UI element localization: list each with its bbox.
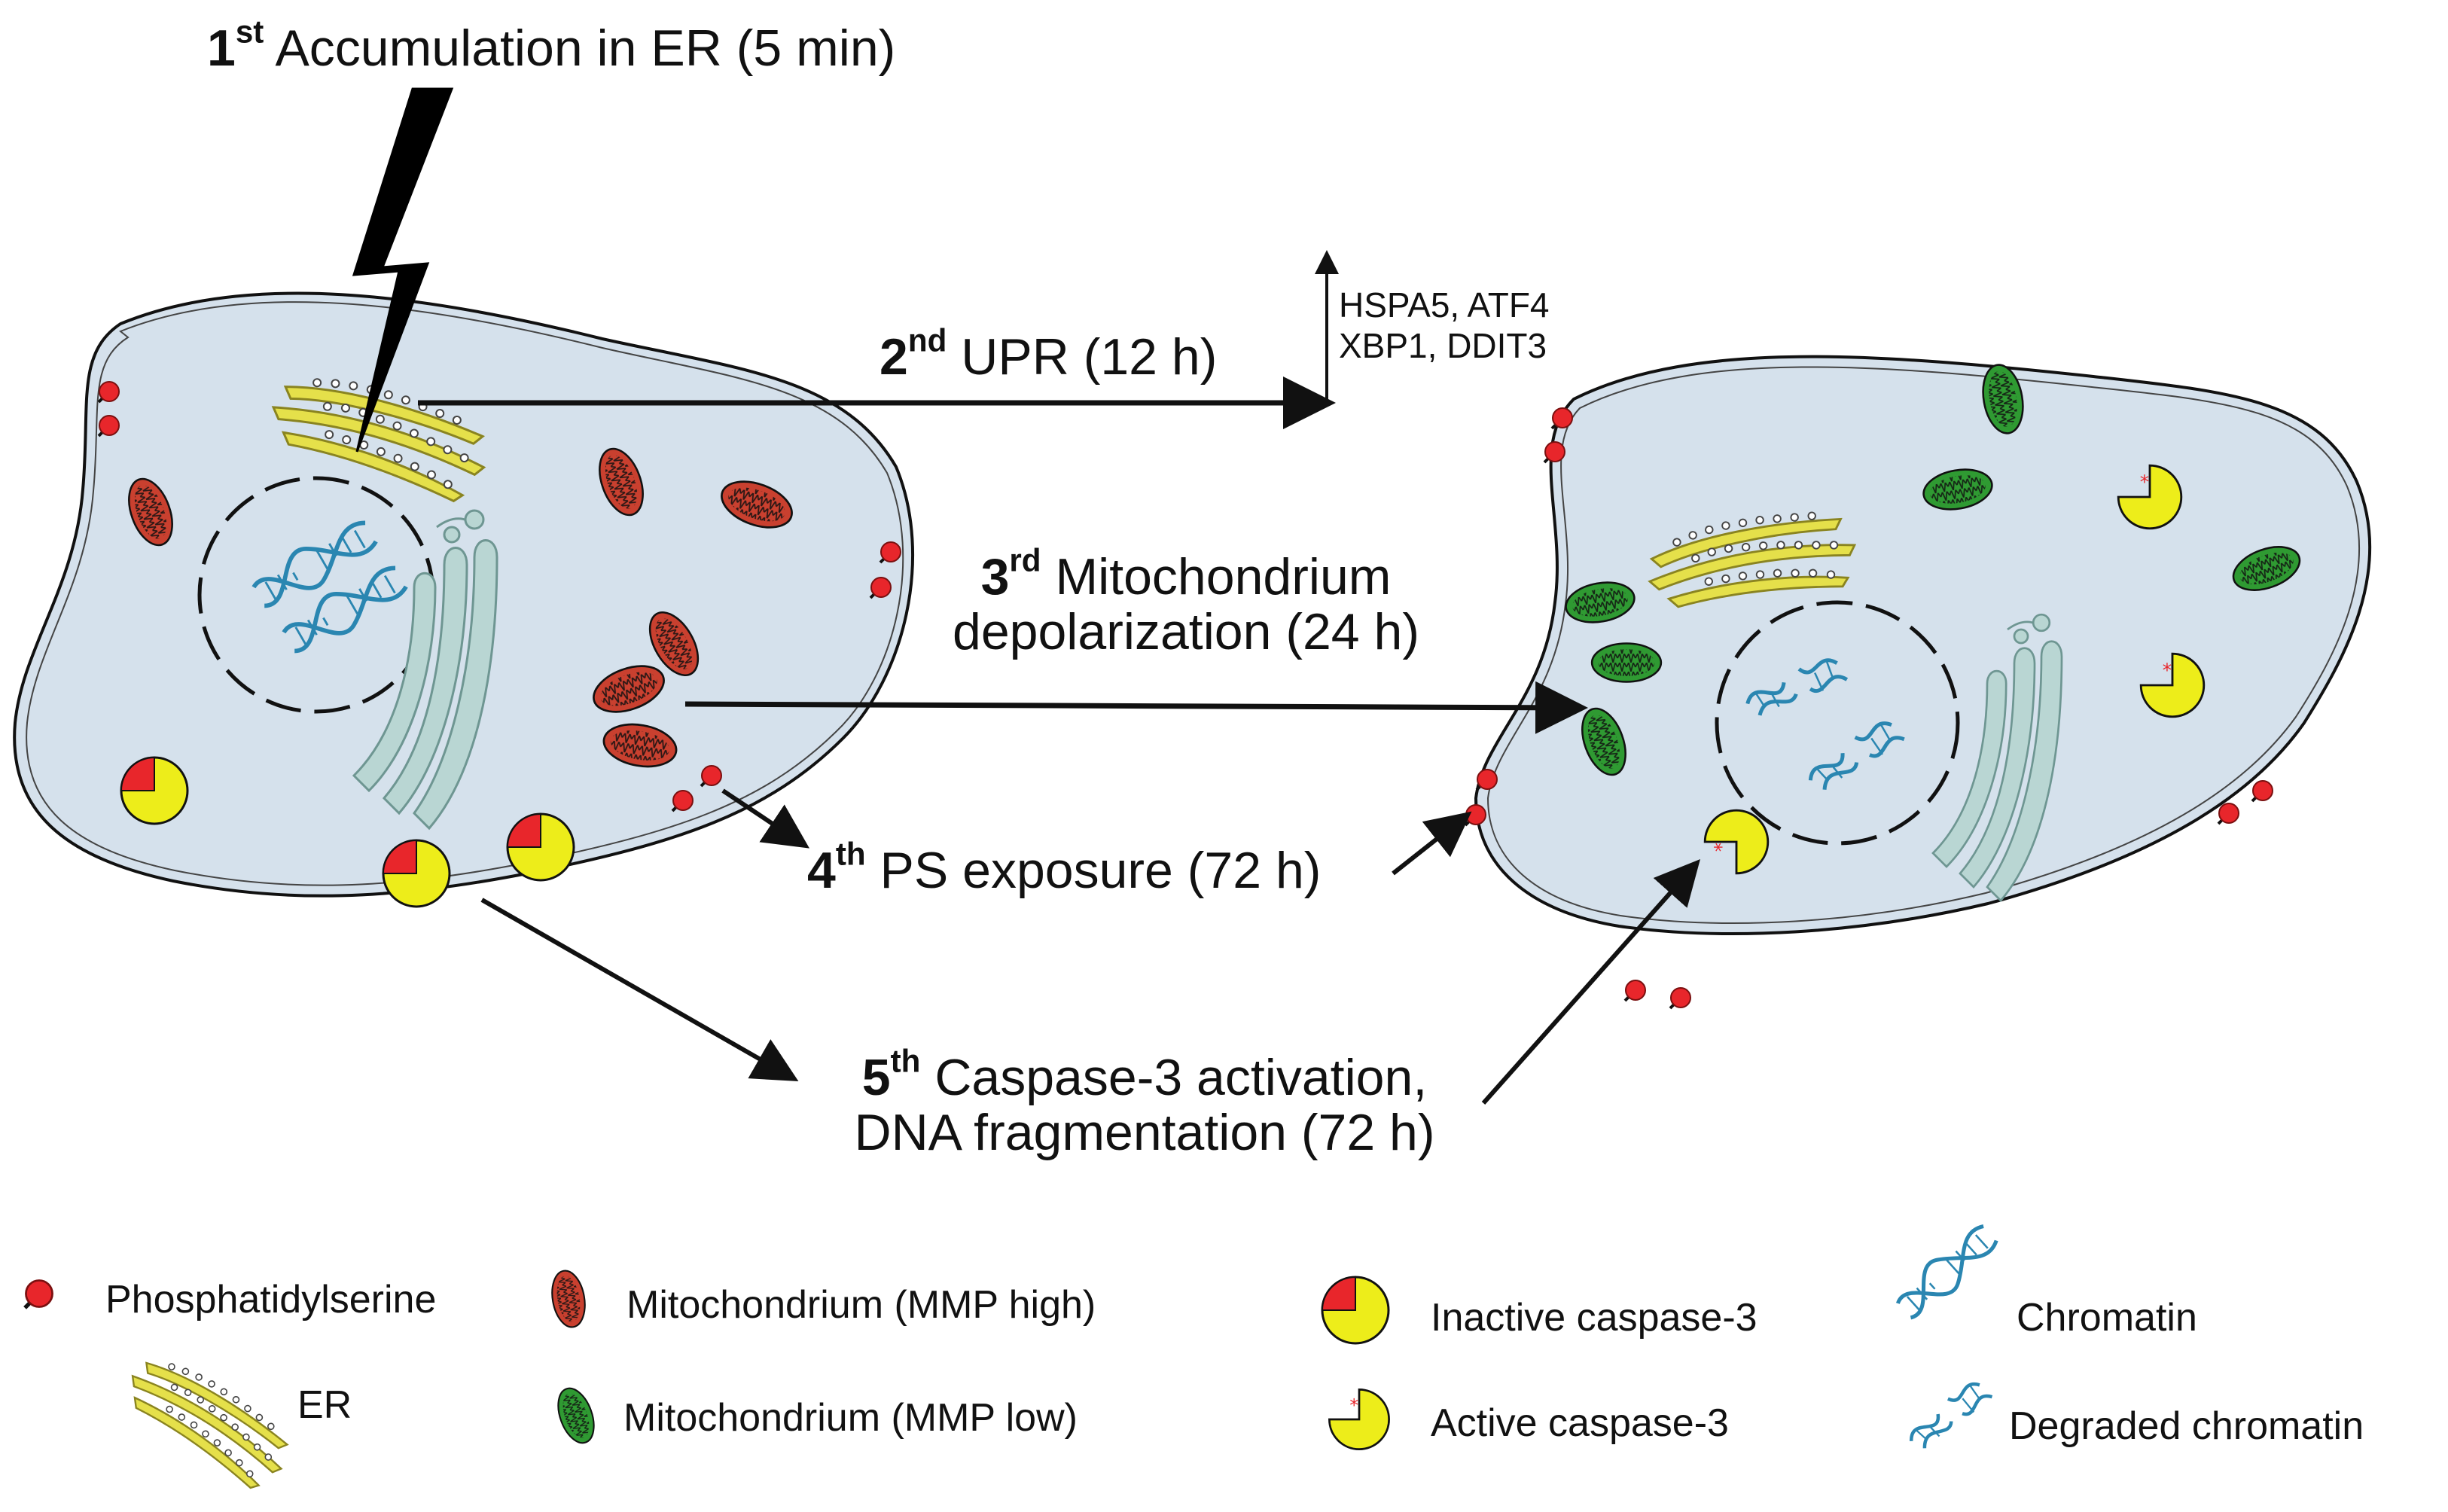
mitochondrion-low-icon xyxy=(1590,642,1663,683)
legend-er-icon xyxy=(111,1346,303,1498)
step-3-text-line-2: depolarization (24 h) xyxy=(953,603,1419,661)
phosphatidylserine-icon xyxy=(1475,768,1498,791)
phosphatidylserine-icon xyxy=(1669,986,1692,1010)
phosphatidylserine-icon xyxy=(869,576,892,599)
step-5-label: 5th Caspase-3 activation, DNA fragmentat… xyxy=(798,1043,1491,1162)
phosphatidylserine-icon xyxy=(97,380,120,404)
legend-degraded-chromatin-label: Degraded chromatin xyxy=(2009,1404,2364,1448)
legend-active-caspase-label: Active caspase-3 xyxy=(1431,1401,1729,1445)
phosphatidylserine-icon xyxy=(671,789,694,812)
phosphatidylserine-icon xyxy=(97,414,120,437)
step-4-ordinal: 4th xyxy=(807,836,866,899)
phosphatidylserine-icon xyxy=(879,541,902,564)
legend-chromatin-icon xyxy=(1892,1220,2002,1324)
step-3-ordinal: 3rd xyxy=(980,542,1041,605)
step-1-text: Accumulation in ER (5 min) xyxy=(275,20,896,77)
step-4-label: 4th PS exposure (72 h) xyxy=(807,836,1322,899)
legend-icons xyxy=(25,1220,2002,1498)
step-1-ordinal: 1st xyxy=(207,14,264,77)
genes-line-2: XBP1, DDIT3 xyxy=(1339,326,1547,366)
legend-er-label: ER xyxy=(297,1383,352,1427)
step-5-text-line-2: DNA fragmentation (72 h) xyxy=(854,1104,1435,1162)
nucleus xyxy=(1715,600,1960,846)
step-2-ordinal: 2nd xyxy=(880,322,947,386)
legend-phosphatidylserine-label: Phosphatidylserine xyxy=(105,1278,437,1321)
legend-inactive-caspase-icon xyxy=(1321,1276,1390,1345)
caspase-inactive-icon xyxy=(506,812,575,882)
step-2-text: UPR (12 h) xyxy=(961,328,1218,386)
legend-mito-high-icon xyxy=(547,1267,590,1331)
phosphatidylserine-icon xyxy=(2251,779,2274,803)
arrow-caspase-from xyxy=(480,898,799,1081)
phosphatidylserine-icon xyxy=(2217,802,2240,825)
step-5-text-line-1: Caspase-3 activation, xyxy=(934,1049,1428,1106)
phosphatidylserine-icon xyxy=(1550,407,1574,430)
step-4-text: PS exposure (72 h) xyxy=(880,842,1322,899)
step-1-label: 1st Accumulation in ER (5 min) xyxy=(207,14,896,77)
caspase-inactive-icon xyxy=(382,839,451,908)
legend-chromatin-label: Chromatin xyxy=(2017,1296,2197,1340)
legend-mito-high-label: Mitochondrium (MMP high) xyxy=(626,1283,1096,1327)
genes-line-1: HSPA5, ATF4 xyxy=(1339,285,1550,325)
apoptotic-cell xyxy=(1464,355,2372,1010)
legend-degraded-chromatin-icon xyxy=(1904,1377,1994,1452)
arrow-ps-exposure-from xyxy=(721,788,809,849)
step-5-ordinal: 5th xyxy=(861,1043,921,1106)
step-2-label: 2nd UPR (12 h) xyxy=(880,322,1218,386)
legend-phosphatidylserine-icon xyxy=(25,1280,52,1307)
step-3-label: 3rd Mitochondrium depolarization (24 h) xyxy=(915,542,1457,661)
arrow-mito-depolarization xyxy=(684,681,1588,734)
healthy-cell xyxy=(13,291,914,908)
lightning-bolt-icon xyxy=(352,87,454,453)
caspase-inactive-icon xyxy=(120,756,189,825)
phosphatidylserine-icon xyxy=(700,764,723,788)
legend-active-caspase-icon xyxy=(1328,1389,1390,1450)
upregulated-genes: HSPA5, ATF4 XBP1, DDIT3 xyxy=(1339,285,1550,367)
legend-mito-low-label: Mitochondrium (MMP low) xyxy=(623,1396,1078,1440)
arrow-caspase-to xyxy=(1481,859,1700,1105)
phosphatidylserine-icon xyxy=(1623,979,1647,1002)
step-3-text-line-1: Mitochondrium xyxy=(1055,548,1392,605)
phosphatidylserine-icon xyxy=(1543,440,1566,464)
legend-mito-low-icon xyxy=(550,1382,602,1449)
step-arrows xyxy=(418,250,1700,1105)
legend-inactive-caspase-label: Inactive caspase-3 xyxy=(1431,1296,1757,1340)
phosphatidylserine-icon xyxy=(1464,803,1487,827)
arrow-ps-exposure-to xyxy=(1392,811,1472,876)
